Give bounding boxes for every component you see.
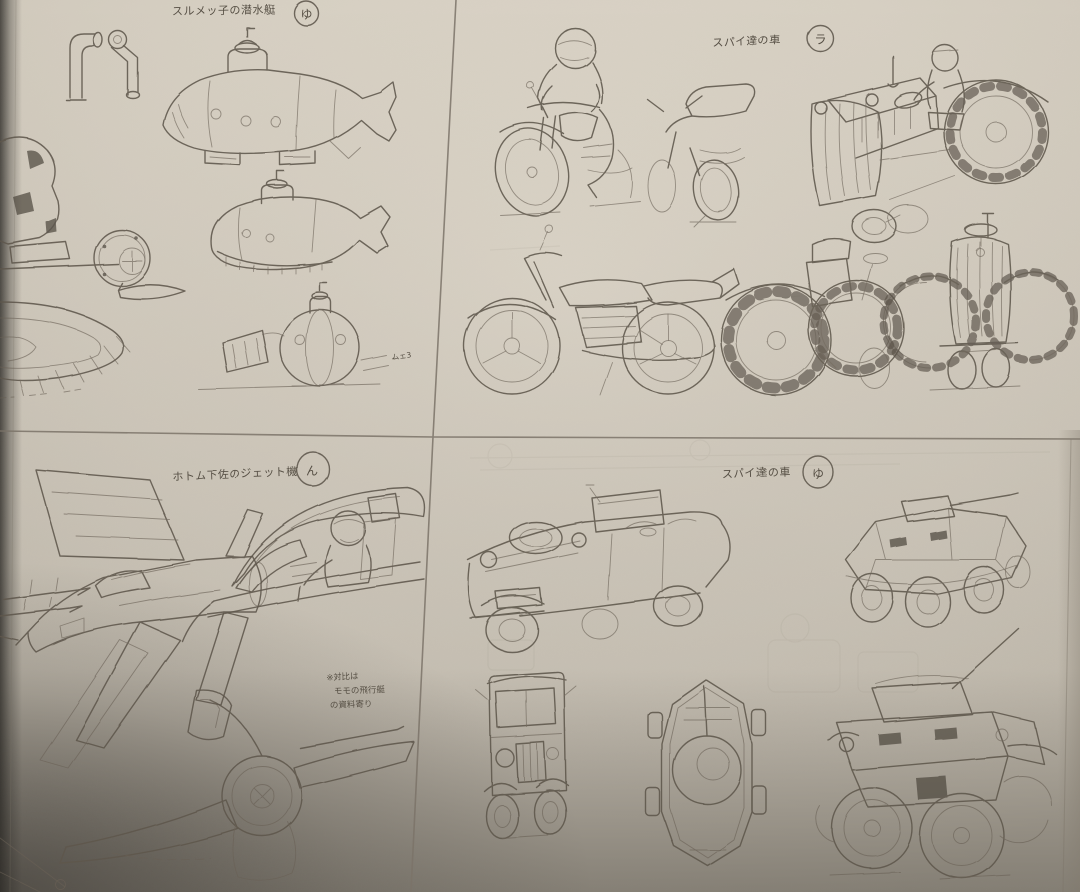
motorcycle-rear-sketch: [647, 83, 756, 228]
tractor-front-sketch: [880, 213, 1078, 391]
round-submarine-sketch: [197, 282, 390, 390]
circled-mark-top-left: ゆ: [300, 7, 312, 21]
circled-mark-ring: [802, 455, 834, 489]
panel-spy-cars: スパイ達の車 ゆ: [467, 455, 1057, 880]
truck-front-sketch: [475, 671, 577, 839]
panel-jet: ホトム下佐のジェット機 ん ※対比は モモの飛行艇 の資料寄り: [0, 451, 426, 892]
left-page-edge: [9, 0, 17, 892]
submarine-side-view-sketch: [162, 27, 397, 166]
staff-car-sketch: [467, 484, 731, 653]
circled-mark-ring: [806, 24, 834, 52]
circled-mark-ring: [296, 451, 330, 487]
circled-mark-bottom-right: ゆ: [812, 467, 824, 481]
circled-mark-top-right: ラ: [814, 32, 826, 46]
jet-annotation-line1: ※対比は: [326, 671, 359, 683]
caption-top-right: スパイ達の車 ラ: [712, 24, 834, 52]
tractor-rear-sketch: [720, 237, 905, 396]
circled-mark-ring: [293, 0, 319, 26]
left-edge-partial-sketches: [0, 136, 186, 399]
circled-mark-bottom-left: ん: [306, 464, 318, 478]
submarine-three-quarter-sketch: [210, 170, 391, 275]
panel-submarines: スルメッ子の潜水艇 ゆ ムェ3: [0, 0, 412, 399]
scout-car-sketch: [845, 492, 1031, 628]
sport-motorcycle-sketch: [463, 224, 740, 396]
horizontal-divider: [0, 430, 1080, 440]
right-margin-line: [1062, 438, 1072, 892]
tractor-driver-sketch: [810, 44, 1049, 243]
tiny-note: ムェ3: [391, 350, 412, 362]
caption-bottom-left: ホトム下佐のジェット機 ん ※対比は モモの飛行艇 の資料寄り: [172, 451, 386, 711]
jet-topview-sketch: [0, 688, 415, 892]
cockpit-closeup-sketch: [181, 487, 426, 642]
caption-top-left: スルメッ子の潜水艇 ゆ ムェ3: [172, 0, 412, 362]
periscope-pipes-sketch: [65, 30, 141, 101]
caption-bottom-right: スパイ達の車 ゆ: [722, 455, 834, 489]
jet-annotation-line3: の資料寄り: [330, 699, 373, 711]
panel-spy-bikes-tractors: スパイ達の車 ラ: [463, 24, 1078, 396]
motorcycle-rider-sketch: [494, 27, 641, 217]
panel-title-jet: ホトム下佐のジェット機: [172, 465, 299, 483]
armored-car-front-sketch: [815, 627, 1057, 880]
jet-annotation-line2: モモの飛行艇: [334, 684, 386, 697]
bleed-through-ghosts: [469, 245, 1051, 693]
panel-title-spy-bikes: スパイ達の車: [712, 33, 781, 49]
panel-title-submarines: スルメッ子の潜水艇: [172, 2, 276, 18]
armored-car-topview-sketch: [645, 679, 767, 867]
jet-three-quarter-sketch: [0, 469, 268, 769]
panel-title-spy-cars: スパイ達の車: [722, 465, 791, 481]
